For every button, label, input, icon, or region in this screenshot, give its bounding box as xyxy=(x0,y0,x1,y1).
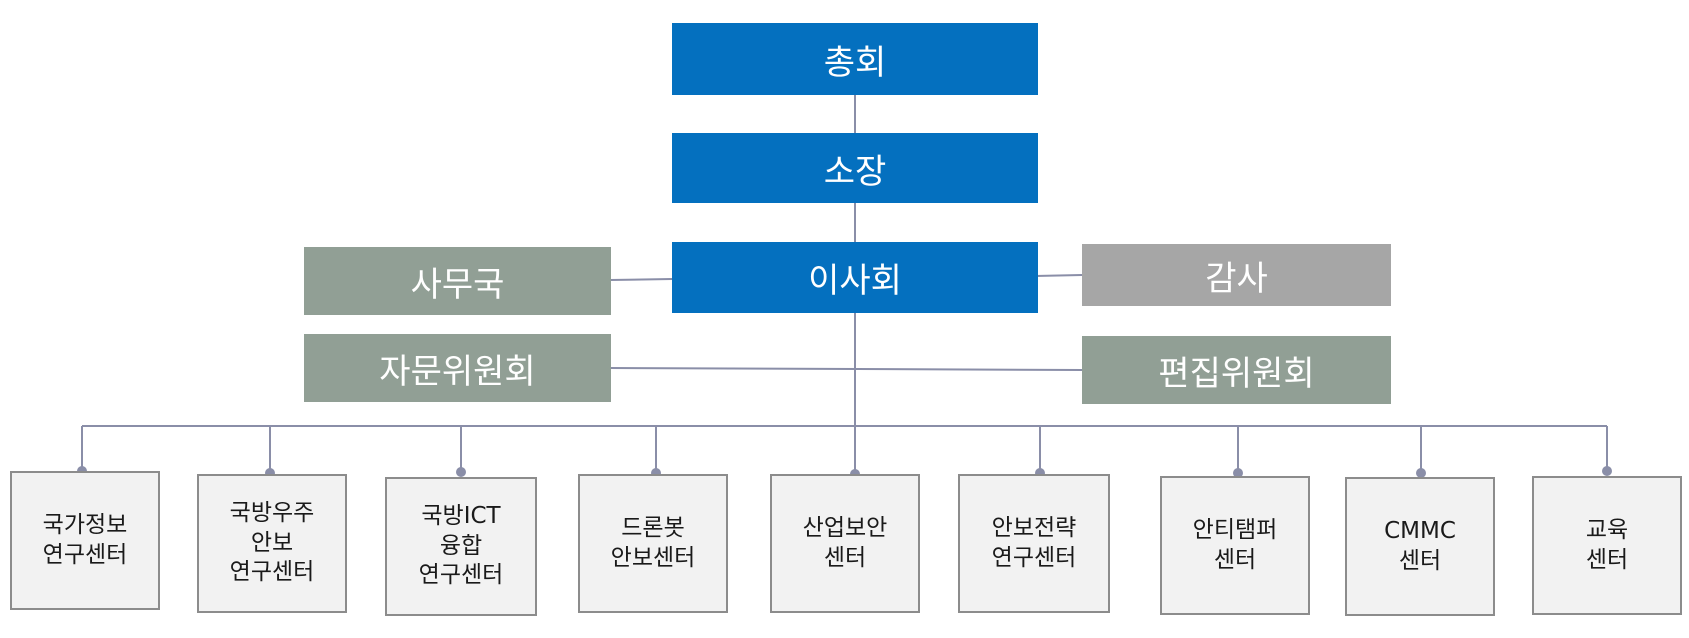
center-box: 산업보안 센터 xyxy=(770,474,920,613)
center-label: 교육 센터 xyxy=(1585,517,1629,573)
connector-dot-8 xyxy=(1416,468,1426,478)
auditor-box: 감사 xyxy=(1082,244,1391,306)
connector-secretariat-board xyxy=(609,278,673,281)
center-label: 국가정보 연구센터 xyxy=(42,512,128,568)
auditor-label: 감사 xyxy=(1205,258,1268,299)
center-label: 국방우주 안보 연구센터 xyxy=(229,500,315,586)
center-label: CMMC 센터 xyxy=(1384,518,1456,574)
editorial-committee-box: 편집위원회 xyxy=(1082,336,1391,404)
advisory-committee-label: 자문위원회 xyxy=(379,351,536,392)
center-box: 안보전략 연구센터 xyxy=(958,474,1110,613)
connector-board-auditor xyxy=(1034,274,1083,277)
center-label: 산업보안 센터 xyxy=(802,515,888,571)
connector-dot-3 xyxy=(456,467,466,477)
center-label: 국방ICT 융합 연구센터 xyxy=(418,503,504,589)
center-box: 드론봇 안보센터 xyxy=(578,474,728,613)
editorial-committee-label: 편집위원회 xyxy=(1158,353,1315,394)
center-label: 안티탬퍼 센터 xyxy=(1192,517,1278,573)
center-box: 국방우주 안보 연구센터 xyxy=(197,474,347,613)
center-box: 국방ICT 융합 연구센터 xyxy=(385,477,537,616)
advisory-committee-box: 자문위원회 xyxy=(304,334,611,402)
board-box: 이사회 xyxy=(672,242,1038,313)
secretariat-box: 사무국 xyxy=(304,247,611,315)
connector-advisory-editorial xyxy=(609,367,1083,371)
connector-dot-9 xyxy=(1602,466,1612,476)
general-assembly-box: 총회 xyxy=(672,23,1038,95)
center-box: 안티탬퍼 센터 xyxy=(1160,476,1310,615)
center-box: CMMC 센터 xyxy=(1345,477,1495,616)
board-label: 이사회 xyxy=(808,261,902,301)
general-assembly-label: 총회 xyxy=(823,42,887,83)
center-label: 안보전략 연구센터 xyxy=(991,515,1077,571)
director-label: 소장 xyxy=(823,151,887,192)
secretariat-label: 사무국 xyxy=(410,264,505,305)
center-box: 교육 센터 xyxy=(1532,476,1682,615)
connector-dot-7 xyxy=(1233,468,1243,478)
center-label: 드론봇 안보센터 xyxy=(610,515,696,571)
director-box: 소장 xyxy=(672,133,1038,203)
center-box: 국가정보 연구센터 xyxy=(10,471,160,610)
